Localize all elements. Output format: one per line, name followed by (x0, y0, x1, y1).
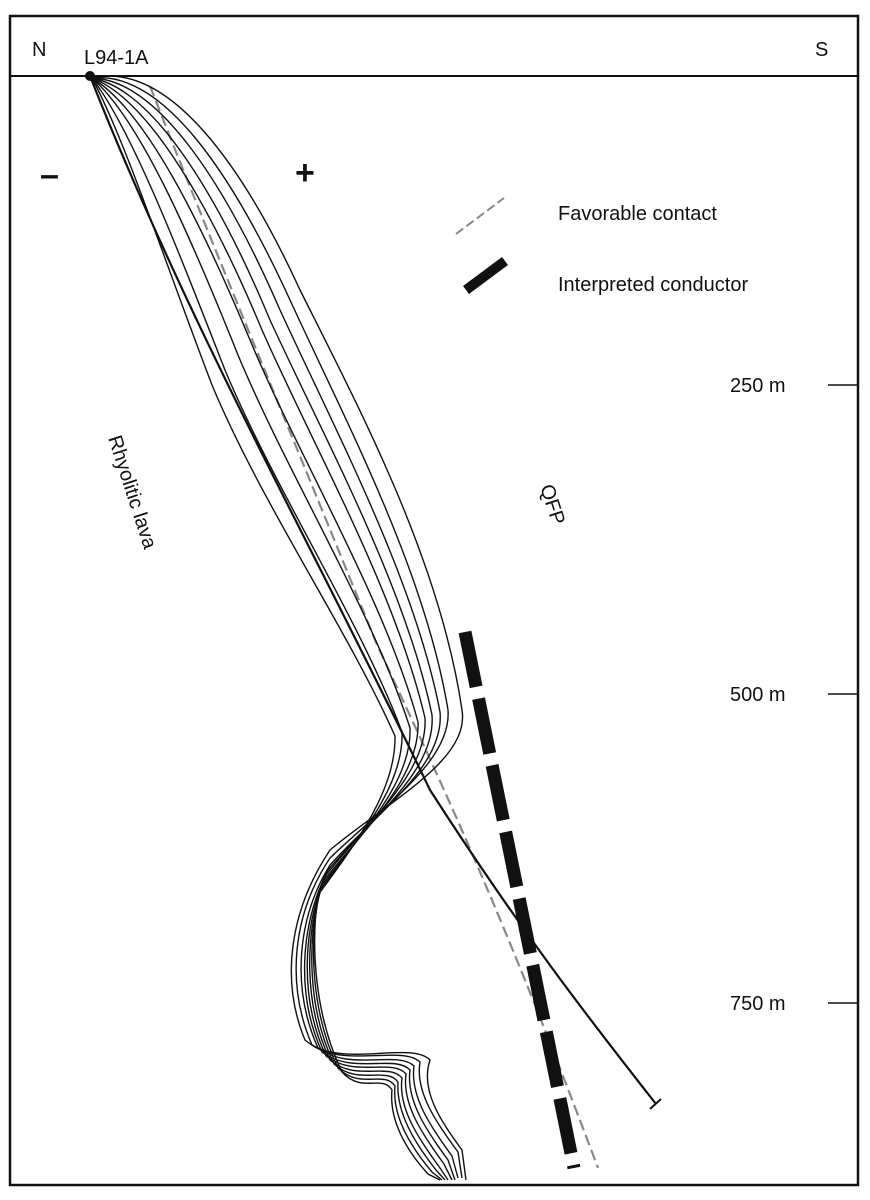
legend-contact-swatch (455, 197, 505, 235)
em-curve-4 (91, 77, 456, 1181)
figure-frame (8, 14, 860, 1187)
legend-conductor-label: Interpreted conductor (558, 274, 748, 296)
em-curve-8 (91, 77, 443, 1181)
positive-sign: + (295, 154, 315, 192)
qfp-label: QFP (535, 482, 569, 528)
favorable-contact-line (148, 85, 600, 1169)
em-curve-2 (91, 77, 463, 1179)
borehole-trace (88, 75, 657, 1105)
em-curve-9 (91, 77, 441, 1181)
legend-contact-label: Favorable contact (558, 203, 717, 225)
em-curve-1 (91, 75, 467, 1181)
em-curve-5 (91, 77, 453, 1181)
em-curve-3 (91, 77, 459, 1179)
interpreted-conductor (458, 630, 581, 1170)
rhyolitic-lava-label: Rhyolitic lava (103, 433, 161, 553)
em-profile-curves (91, 75, 467, 1181)
em-curve-6 (91, 77, 449, 1181)
legend-conductor-swatch (463, 256, 508, 295)
depth-tick-label-750: 750 m (730, 993, 786, 1015)
borehole-end-marker (649, 1098, 662, 1110)
north-label: N (32, 39, 46, 61)
depth-tick-label-250: 250 m (730, 375, 786, 397)
depth-tick-label-500: 500 m (730, 684, 786, 706)
em-curve-7 (91, 77, 446, 1181)
south-label: S (815, 39, 828, 61)
negative-sign: – (40, 156, 59, 194)
hole-id-label: L94-1A (84, 47, 149, 69)
